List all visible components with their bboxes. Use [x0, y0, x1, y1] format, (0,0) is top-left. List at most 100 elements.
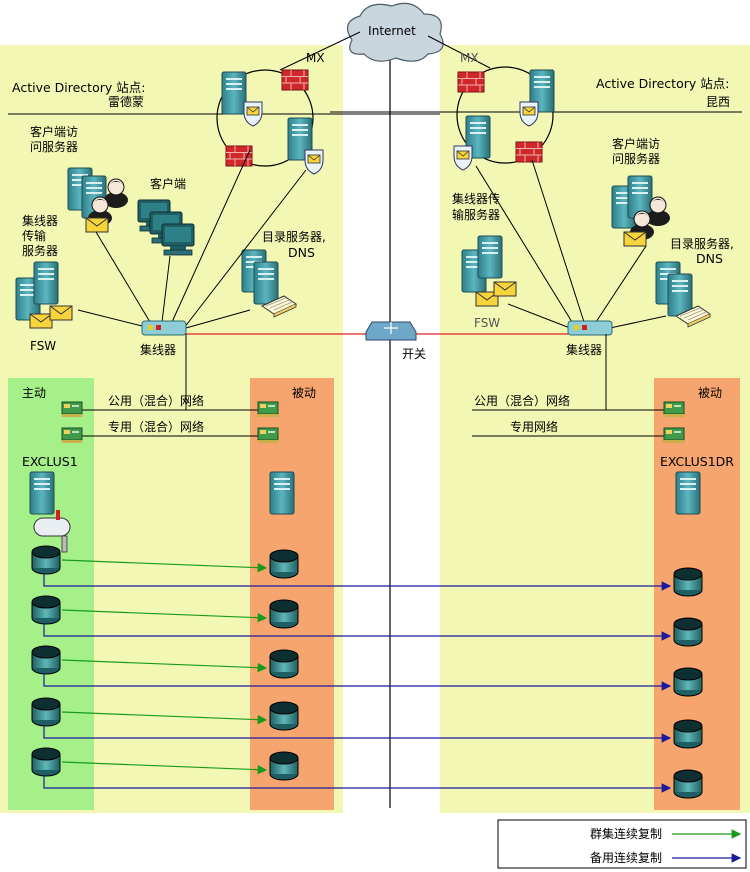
- passive-dr-node-server-icon: [675, 471, 701, 515]
- right-hub-label-2: 输服务器: [452, 207, 500, 222]
- dr-disk-icon: [673, 667, 703, 697]
- ccr-arrow: [61, 711, 268, 725]
- internet-cloud-icon: [346, 2, 444, 62]
- passive-disk-icon: [269, 649, 299, 679]
- left-hub-switch-icon: [141, 320, 187, 336]
- active-disk-icon: [31, 697, 61, 727]
- dr-disk-icon: [673, 719, 703, 749]
- mail-icon: [29, 313, 53, 329]
- mx-ring-left: [216, 69, 314, 167]
- passive-disk-icon: [269, 751, 299, 781]
- right-cas-label-1: 客户端访: [612, 136, 660, 151]
- right-passive-label: 被动: [698, 386, 722, 400]
- dr-disk-icon: [673, 769, 703, 799]
- nic-icon: [61, 401, 83, 418]
- right-private-network-label: 专用网络: [510, 419, 558, 434]
- mail-icon: [49, 305, 73, 321]
- dr-disk-icon: [673, 617, 703, 647]
- left-cas-label-2: 问服务器: [30, 139, 78, 154]
- mx-right-label: MX: [460, 51, 479, 65]
- internet-label: Internet: [368, 24, 416, 38]
- scr-arrow: [43, 574, 672, 591]
- right-dir-server-icon: [667, 273, 693, 317]
- right-hub-label-1: 集线器传: [452, 191, 500, 206]
- scr-arrow: [43, 624, 672, 641]
- nic-icon: [61, 427, 83, 444]
- firewall-icon: [515, 141, 543, 163]
- edge-server-left-1-icon: [221, 71, 247, 115]
- firewall-icon: [281, 69, 309, 91]
- left-dir-label-1: 目录服务器,: [262, 229, 326, 244]
- nic-icon: [257, 427, 279, 444]
- mx-right-link: [427, 35, 491, 69]
- left-node-name: EXCLUS1: [22, 454, 78, 469]
- legend-box: [497, 819, 747, 869]
- nic-icon: [663, 427, 685, 444]
- mailbox-icon: [33, 510, 71, 553]
- passive-disk-icon: [269, 701, 299, 731]
- mail-icon: [85, 217, 109, 233]
- left-hub-label-2: 传输: [22, 228, 46, 243]
- right-public-network-label: 公用（混合）网络: [474, 393, 570, 408]
- active-disk-icon: [31, 545, 61, 575]
- right-dir-label-2: DNS: [696, 251, 723, 266]
- left-public-network-label: 公用（混合）网络: [108, 393, 204, 408]
- scr-arrow: [43, 776, 672, 793]
- ad-site-left-label: Active Directory 站点:: [12, 80, 145, 95]
- passive-node-server-icon: [269, 471, 295, 515]
- active-disk-icon: [31, 595, 61, 625]
- left-hub-switch-label: 集线器: [140, 342, 176, 357]
- legend-scr-label: 备用连续复制: [590, 850, 662, 865]
- ccr-arrow: [61, 609, 268, 623]
- ad-site-left-city: 雷德蒙: [108, 94, 144, 109]
- mx-left-label: MX: [306, 51, 325, 65]
- switch-icon: [365, 321, 417, 341]
- passive-disk-icon: [269, 599, 299, 629]
- firewall-icon: [225, 145, 253, 167]
- active-node-server-icon: [29, 471, 55, 515]
- active-label: 主动: [22, 386, 46, 400]
- active-disk-icon: [31, 645, 61, 675]
- left-cas-label-1: 客户端访: [30, 124, 78, 139]
- client-computer-icon: [161, 223, 195, 256]
- nic-icon: [663, 401, 685, 418]
- left-hub-server-icon: [33, 261, 59, 305]
- left-dir-label-2: DNS: [288, 245, 315, 260]
- left-client-label: 客户端: [150, 176, 186, 191]
- ad-site-right-label: Active Directory 站点:: [596, 76, 729, 91]
- replication-group: [31, 545, 703, 799]
- right-hub-connections: [475, 159, 667, 329]
- firewall-icon: [457, 71, 485, 93]
- dr-disk-icon: [673, 567, 703, 597]
- left-dir-server-icon: [253, 261, 279, 305]
- legend-ccr-label: 群集连续复制: [590, 826, 662, 841]
- scr-arrow: [43, 726, 672, 743]
- right-fsw-label: FSW: [474, 316, 500, 330]
- right-cas-label-2: 问服务器: [612, 151, 660, 166]
- switch-label: 开关: [402, 347, 426, 361]
- ccr-arrow: [61, 659, 268, 673]
- mail-icon: [493, 281, 517, 297]
- left-hub-label-1: 集线器: [22, 213, 58, 228]
- scr-arrow: [43, 674, 672, 691]
- left-hub-label-3: 服务器: [22, 243, 58, 258]
- active-disk-icon: [31, 747, 61, 777]
- mx-ring-right: [456, 66, 554, 164]
- right-hub-switch-label: 集线器: [566, 342, 602, 357]
- ad-site-right-city: 昆西: [706, 95, 730, 109]
- nic-icon: [257, 401, 279, 418]
- passive-disk-icon: [269, 549, 299, 579]
- right-hub-server-icon: [477, 235, 503, 279]
- left-hub-connections: [77, 149, 307, 329]
- ccr-arrow: [61, 559, 268, 573]
- right-hub-switch-icon: [567, 320, 613, 336]
- left-passive-label: 被动: [292, 386, 316, 400]
- right-dir-label-1: 目录服务器,: [670, 236, 734, 251]
- left-private-network-label: 专用（混合）网络: [108, 419, 204, 434]
- ccr-arrow: [61, 761, 268, 775]
- mail-icon: [623, 231, 647, 247]
- left-fsw-label: FSW: [30, 339, 56, 353]
- mx-left-link: [279, 31, 361, 71]
